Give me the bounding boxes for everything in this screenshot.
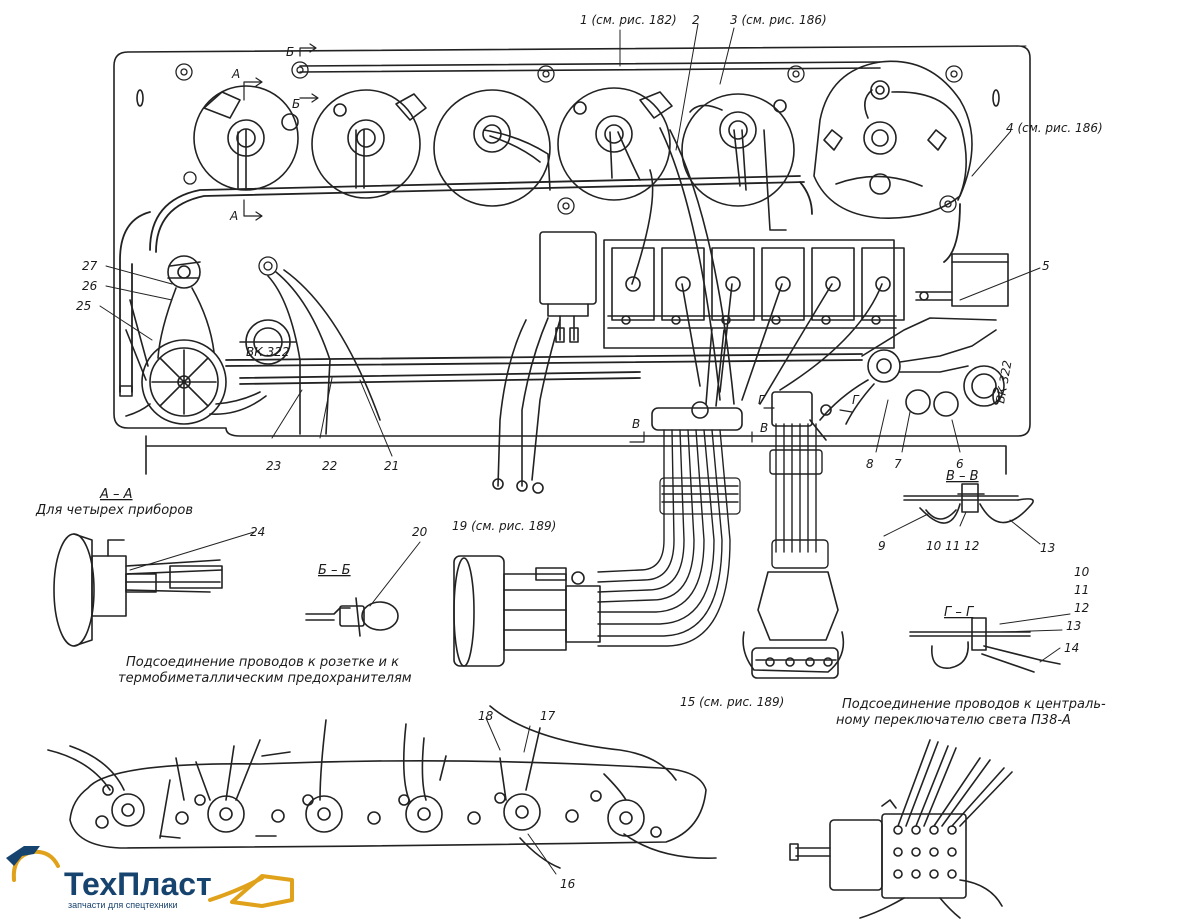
mark-v-left: В: [632, 417, 640, 431]
callout-26: 26: [82, 279, 98, 293]
bundle-19: [597, 429, 741, 647]
section-aa-subtitle: Для четырех приборов: [35, 503, 193, 518]
light-switch: [789, 739, 1013, 919]
brand-name: ТехПласт: [64, 866, 212, 902]
bundle-15: [769, 423, 829, 569]
section-vv-title: В – В: [946, 469, 979, 484]
fuse-screws: [95, 784, 662, 838]
gauge-5: [681, 93, 795, 207]
fuse-cells: [111, 793, 645, 837]
switch-terminals: [893, 825, 957, 879]
callout-24: 24: [250, 525, 265, 539]
callout-5: 5: [1042, 259, 1050, 273]
section-gg-title: Г – Г: [944, 605, 975, 620]
relay-right: [915, 253, 1009, 307]
brand-mark-icon: [6, 846, 40, 866]
vk322-right-label: ВК 322: [993, 359, 1014, 404]
callout-16: 16: [560, 877, 576, 891]
fuse-wires: [631, 127, 883, 407]
callout-6: 6: [956, 457, 964, 471]
callout-27: 27: [82, 259, 98, 273]
fuse-block: [603, 239, 905, 349]
caption-socket-2: термобиметаллическим предохранителям: [118, 671, 412, 686]
gauge-large: [813, 60, 973, 219]
callout-25: 25: [76, 299, 91, 313]
callout-19: 19 (см. рис. 189): [452, 519, 556, 533]
panel-flange: [145, 435, 1007, 475]
brand-logo: ТехПласт запчасти для спецтехники: [64, 866, 304, 910]
callout-18: 18: [478, 709, 494, 723]
caption-switch-1: Подсоединение проводов к централь-: [842, 697, 1106, 712]
leader-lines: [99, 23, 1071, 875]
section-arrows: [243, 43, 853, 443]
callout-17: 17: [540, 709, 556, 723]
left-wires: [119, 269, 381, 435]
fuse-strip: [47, 705, 717, 869]
ground-leads: [492, 317, 561, 494]
callout-8: 8: [866, 457, 874, 471]
right-connectors: [819, 317, 1005, 425]
caption-switch-2: ному переключателю света П38-А: [836, 713, 1071, 728]
brand-tagline: запчасти для спецтехники: [68, 900, 178, 910]
mounting-screws: [175, 61, 963, 276]
main-harness: [119, 175, 961, 393]
callout-22: 22: [322, 459, 337, 473]
callout-10-11-12: 10 11 12: [926, 539, 979, 553]
top-rod: [299, 61, 881, 73]
section-vv-drawing: [903, 483, 1034, 524]
callout-2: 2: [692, 13, 700, 27]
gauge-wires: [237, 89, 967, 231]
section-bb-drawing: [305, 597, 399, 637]
mark-b-top: Б: [286, 45, 294, 59]
callout-4: 4 (см. рис. 186): [1006, 121, 1103, 135]
callout-10-g: 10: [1074, 565, 1090, 579]
callout-7: 7: [894, 457, 902, 471]
connector-19: [453, 555, 601, 667]
callout-23: 23: [266, 459, 281, 473]
panel-outline: [113, 45, 1031, 437]
mark-b-mid: Б: [292, 97, 300, 111]
callout-9: 9: [878, 539, 886, 553]
callout-3: 3 (см. рис. 186): [730, 13, 827, 27]
callout-13-g: 13: [1066, 619, 1081, 633]
switch-leads: [859, 739, 1013, 919]
fuse-leads: [47, 705, 717, 869]
relay-capacitor: [539, 231, 597, 343]
mark-a-bottom: А: [229, 209, 238, 223]
mark-v-right: В: [760, 421, 768, 435]
gauge-4: [557, 87, 673, 201]
caption-socket-1: Подсоединение проводов к розетке и к: [126, 655, 399, 670]
section-aa-drawing: [53, 533, 223, 647]
callout-11-g: 11: [1074, 583, 1089, 597]
vk322-left-label: ВК 322: [246, 345, 289, 359]
mark-g-left: Г: [758, 393, 766, 407]
round-connector-left: [141, 255, 227, 425]
callout-1: 1 (см. рис. 182): [580, 13, 677, 27]
callout-12-g: 12: [1074, 601, 1089, 615]
gauge-2: [311, 89, 427, 199]
mark-a-top: А: [231, 67, 240, 81]
mark-g-right: Г: [852, 393, 860, 407]
gauge-3: [433, 89, 551, 207]
section-bb-title: Б – Б: [318, 563, 351, 578]
callout-21: 21: [384, 459, 399, 473]
callout-14: 14: [1064, 641, 1079, 655]
callout-13-v: 13: [1040, 541, 1055, 555]
callout-15: 15 (см. рис. 189): [680, 695, 784, 709]
section-gg-drawing: [909, 617, 1061, 673]
vk322-left: [239, 319, 297, 365]
connector-15: [742, 571, 845, 679]
section-aa-title: А – А: [99, 487, 133, 502]
callout-20: 20: [412, 525, 428, 539]
